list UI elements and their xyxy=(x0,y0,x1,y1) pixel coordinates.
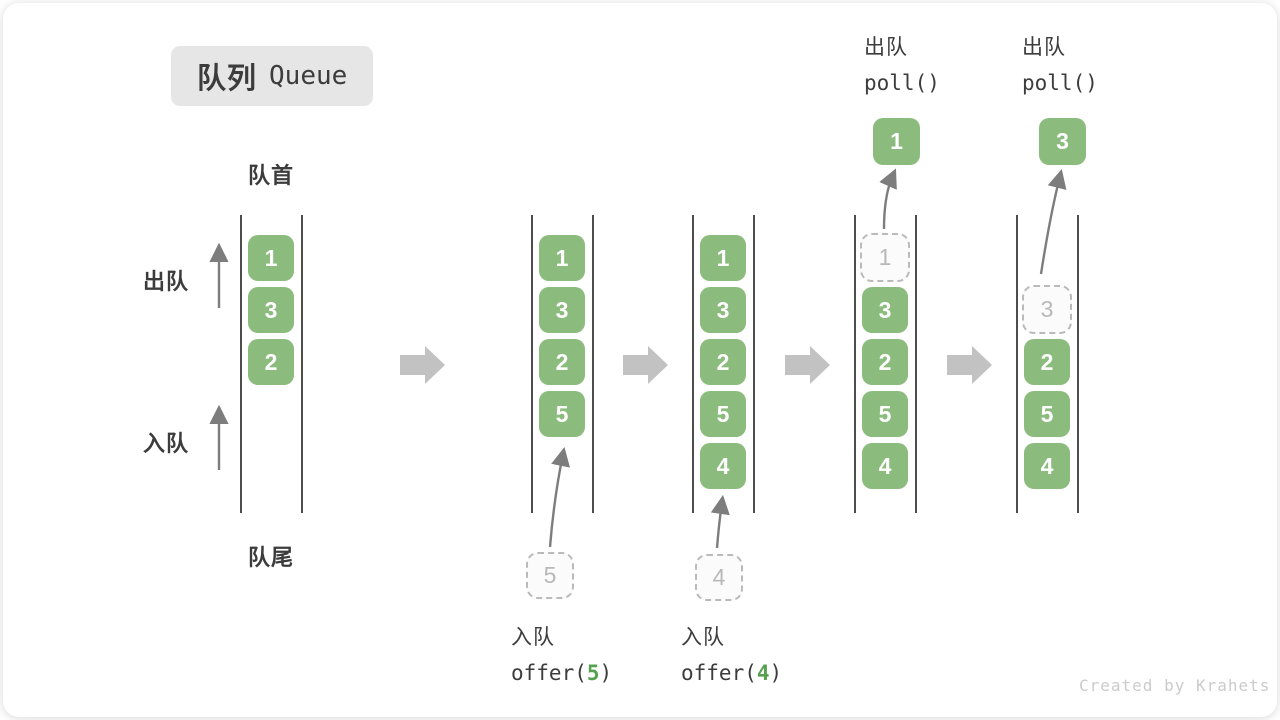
queue-state-3-item-3: 3 xyxy=(700,287,746,333)
label-queue-rear: 队尾 xyxy=(247,545,294,570)
op-label-code: offer(5) xyxy=(511,661,613,685)
label-queue-front: 队首 xyxy=(247,163,294,188)
queue-state-2-item-3: 3 xyxy=(539,287,585,333)
queue-state-3-item-2: 2 xyxy=(700,339,746,385)
state-transition-arrow-icon-2 xyxy=(623,346,668,384)
diagram-stage: 队列 Queue 队首 队尾 出队 入队 入队 offer(5) 入队 offe… xyxy=(3,3,1277,717)
op-label-poll-2: 出队 poll() xyxy=(1022,31,1098,101)
queue-state-2-item-1: 1 xyxy=(539,235,585,281)
label-dequeue: 出队 xyxy=(143,269,190,294)
op-label-code: poll() xyxy=(1022,71,1098,95)
title-zh: 队列 xyxy=(197,63,258,95)
queue-state-5-item-3-ghost: 3 xyxy=(1022,285,1072,334)
figure-card: 队列 Queue 队首 队尾 出队 入队 入队 offer(5) 入队 offe… xyxy=(3,3,1277,717)
queue-state-3-left-wall xyxy=(692,215,694,513)
queue-state-2-left-wall xyxy=(531,215,533,513)
queue-state-4-left-wall xyxy=(854,215,856,513)
queue-state-5-item-2: 2 xyxy=(1024,339,1070,385)
op-label-zh: 入队 xyxy=(681,626,725,649)
queue-state-5-dequeue-arrow-icon xyxy=(1039,169,1067,275)
label-enqueue: 入队 xyxy=(143,431,190,456)
queue-state-4-item-2: 2 xyxy=(862,339,908,385)
title-badge: 队列 Queue xyxy=(171,46,374,106)
queue-state-1-item-1: 1 xyxy=(248,235,294,281)
queue-state-5-outgoing-item-3: 3 xyxy=(1039,118,1086,165)
queue-state-1-item-3: 3 xyxy=(248,287,294,333)
op-label-code: poll() xyxy=(864,71,940,95)
queue-state-5-item-4: 4 xyxy=(1024,443,1070,489)
queue-state-3-item-1: 1 xyxy=(700,235,746,281)
watermark-credit: Created by Krahets xyxy=(1079,676,1271,695)
queue-state-3-enqueue-arrow-icon xyxy=(710,494,730,549)
op-label-zh: 出队 xyxy=(1022,36,1066,59)
queue-state-5-right-wall xyxy=(1077,215,1079,513)
queue-state-2-enqueue-arrow-icon xyxy=(548,446,571,548)
queue-state-2-incoming-item-5: 5 xyxy=(526,552,574,599)
op-label-zh: 入队 xyxy=(511,626,555,649)
queue-state-4-item-5: 5 xyxy=(862,391,908,437)
queue-state-2-right-wall xyxy=(592,215,594,513)
queue-state-1-right-wall xyxy=(301,215,303,513)
queue-state-4-dequeue-arrow-icon xyxy=(879,168,897,230)
queue-state-1-left-wall xyxy=(240,215,242,513)
state-transition-arrow-icon-4 xyxy=(947,346,992,384)
queue-state-4-item-3: 3 xyxy=(862,287,908,333)
queue-state-1-item-2: 2 xyxy=(248,339,294,385)
op-label-offer-5: 入队 offer(5) xyxy=(511,621,612,691)
queue-state-3-item-5: 5 xyxy=(700,391,746,437)
queue-state-4-right-wall xyxy=(915,215,917,513)
state-transition-arrow-icon-1 xyxy=(400,346,445,384)
queue-state-2-item-2: 2 xyxy=(539,339,585,385)
queue-state-4-outgoing-item-1: 1 xyxy=(873,118,920,165)
queue-state-2-item-5: 5 xyxy=(539,391,585,437)
queue-state-3-right-wall xyxy=(753,215,755,513)
queue-state-4-item-1-ghost: 1 xyxy=(860,233,910,282)
state-transition-arrow-icon-3 xyxy=(785,346,830,384)
op-label-zh: 出队 xyxy=(864,36,908,59)
queue-state-4-item-4: 4 xyxy=(862,443,908,489)
op-label-code: offer(4) xyxy=(681,661,783,685)
queue-state-3-incoming-item-4: 4 xyxy=(695,554,743,601)
title-en: Queue xyxy=(269,61,348,91)
op-label-offer-4: 入队 offer(4) xyxy=(681,621,782,691)
op-label-poll-1: 出队 poll() xyxy=(864,31,940,101)
arrows-layer xyxy=(209,168,1067,549)
queue-state-3-item-4: 4 xyxy=(700,443,746,489)
queue-state-5-item-5: 5 xyxy=(1024,391,1070,437)
queue-state-5-left-wall xyxy=(1016,215,1018,513)
